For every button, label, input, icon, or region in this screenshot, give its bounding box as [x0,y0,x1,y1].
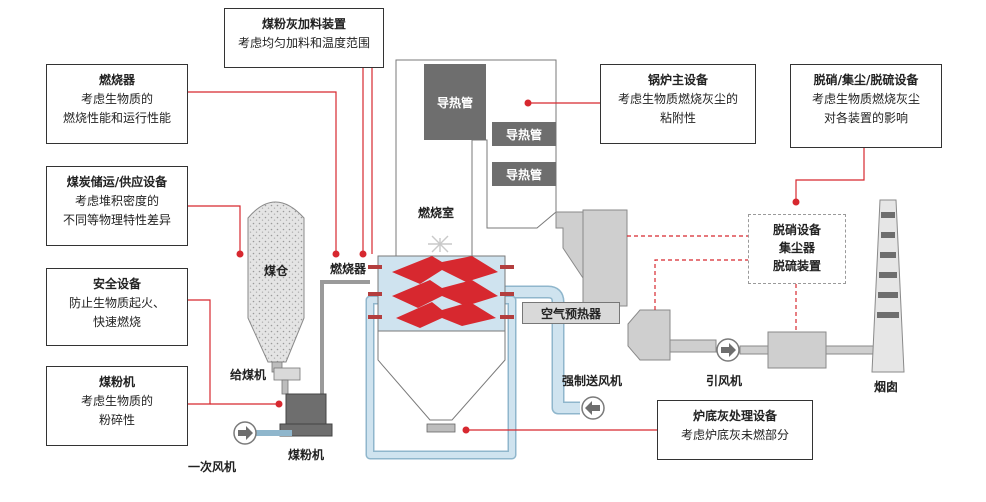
denox-label: 脱硝设备 [772,223,821,237]
callout-title: 锅炉主设备 [647,73,708,87]
equipment-units [627,309,881,369]
callout-line: 考虑生物质的 [80,394,153,408]
callout-boiler-main: 锅炉主设备 考虑生物质燃烧灰尘的 粘附性 [600,64,756,144]
heat-pipe-3: 导热管 [492,162,556,186]
desulfurizer-label: 脱硫装置 [772,259,821,273]
pulverizer-label: 煤粉机 [288,448,325,462]
primary-fan-icon [233,421,292,445]
callout-bottom-ash: 炉底灰处理设备 考虑炉底灰未燃部分 [657,400,813,460]
air-preheater: 空气预热器 [522,302,620,324]
bottom-ash-hopper [426,423,456,433]
callout-burner: 燃烧器 考虑生物质的 燃烧性能和运行性能 [46,64,188,144]
leader-lines [188,60,865,431]
chimney-label: 烟囱 [874,380,899,394]
primary-fan-label: 一次风机 [188,460,237,474]
callout-desulfurization: 脱硝/集尘/脱硫设备 考虑生物质燃烧灰尘 对各装置的影响 [790,64,942,148]
callout-line: 考虑生物质燃烧灰尘 [811,92,920,106]
callout-line: 考虑生物质燃烧灰尘的 [617,92,738,106]
callout-title: 煤粉灰加料装置 [261,17,346,31]
callout-line: 快速燃烧 [92,315,141,329]
callout-line: 考虑均匀加料和温度范围 [237,36,370,50]
air-duct [365,285,580,460]
pulverizer [279,393,333,437]
callout-line: 对各装置的影响 [823,111,908,125]
spark-icon [428,235,452,253]
callout-line: 粘附性 [659,111,696,125]
callout-coal-storage: 煤炭储运/供应设备 考虑堆积密度的 不同等物理特性差异 [46,166,188,246]
flame-icon [392,256,498,328]
combustion-chamber-label: 燃烧室 [418,206,455,220]
callout-line: 防止生物质起火、 [68,296,165,310]
callout-title: 安全设备 [92,277,141,291]
flue-duct [555,209,628,309]
callout-line: 燃烧性能和运行性能 [62,111,171,125]
callout-line: 考虑生物质的 [80,92,153,106]
combustion-zone [377,255,506,433]
pollution-control-box: 脱硝设备 集尘器 脱硫装置 [748,214,846,284]
induced-draft-fan-icon [716,338,740,362]
callout-title: 脱硝/集尘/脱硫设备 [813,73,919,87]
callout-line: 不同等物理特性差异 [62,213,171,227]
callout-safety: 安全设备 防止生物质起火、 快速燃烧 [46,268,188,346]
callout-pulverizer: 煤粉机 考虑生物质的 粉碎性 [46,366,188,446]
coal-feeder [273,367,301,381]
heat-pipe-1: 导热管 [424,64,486,140]
heat-pipe-2: 导热管 [492,122,556,146]
callout-title: 燃烧器 [98,73,135,87]
chimney [871,199,905,373]
callout-title: 煤炭储运/供应设备 [66,175,168,189]
callout-title: 煤粉机 [98,375,135,389]
burner-label: 燃烧器 [330,262,367,276]
coal-feed-pipe [320,280,370,396]
callout-line: 粉碎性 [98,413,135,427]
induced-draft-fan-label: 引风机 [706,374,743,388]
callout-line: 考虑炉底灰未燃部分 [680,428,789,442]
forced-draft-fan-label: 强制送风机 [562,374,623,388]
coal-bin [247,201,305,395]
dashed-connectors [627,235,797,332]
burner-nozzles [368,265,514,319]
coal-bin-label: 煤仓 [264,264,289,278]
callout-coal-ash-feeder: 煤粉灰加料装置 考虑均匀加料和温度范围 [224,8,384,68]
callout-line: 考虑堆积密度的 [74,194,159,208]
dust-collector-label: 集尘器 [778,241,815,255]
forced-draft-fan-icon [581,396,605,420]
callout-title: 炉底灰处理设备 [692,409,777,423]
coal-feeder-label: 给煤机 [230,368,267,382]
